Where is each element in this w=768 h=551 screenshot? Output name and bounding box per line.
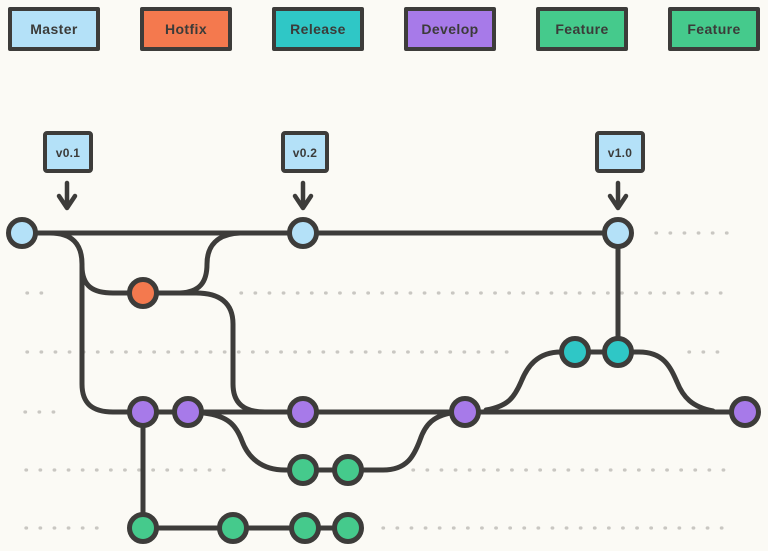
release-branch-line — [483, 349, 716, 414]
develop-branch-line — [47, 230, 748, 415]
legend-develop: Develop — [404, 7, 496, 51]
master-commit-node-1 — [6, 217, 38, 249]
lane-dots — [23, 231, 735, 530]
tag-v0-1-box — [43, 131, 93, 173]
legend-feature-2-label: Feature — [687, 21, 741, 37]
develop-commit-node-2 — [172, 396, 204, 428]
hotfix-merge-to-develop-line — [193, 290, 268, 415]
tag-v0-1-arrow-icon — [56, 180, 78, 211]
legend-feature-2: Feature — [668, 7, 760, 51]
feature-commit-node-1 — [287, 454, 319, 486]
legend-feature-1-label: Feature — [555, 21, 609, 37]
tag-v0-2-box — [281, 131, 329, 173]
tag-v0-2-arrow-icon — [292, 180, 314, 211]
legend-release-label: Release — [290, 21, 346, 37]
tag-v0-2-label: v0.2 — [293, 146, 318, 160]
release-commit-node-2 — [602, 336, 634, 368]
develop-commit-node-4 — [449, 396, 481, 428]
commit-nodes — [6, 217, 761, 544]
develop-commit-node-1 — [127, 396, 159, 428]
legend-master: Master — [8, 7, 100, 51]
tag-v1-0-label: v1.0 — [608, 146, 633, 160]
hotfix-branch-line — [79, 263, 201, 296]
develop-commit-node-5 — [729, 396, 761, 428]
legend-feature-1: Feature — [536, 7, 628, 51]
feature-branch-line — [201, 409, 459, 473]
feature-2-commit-node-4 — [332, 512, 364, 544]
legend-master-label: Master — [30, 21, 78, 37]
release-commit-node-1 — [559, 336, 591, 368]
legend-hotfix: Hotfix — [140, 7, 232, 51]
version-tags: v0.1 v0.2 v1.0 — [43, 131, 645, 211]
feature-2-commit-node-2 — [217, 512, 249, 544]
legend-develop-label: Develop — [421, 21, 479, 37]
master-commit-node-3 — [602, 217, 634, 249]
tag-v0-1-label: v0.1 — [56, 146, 81, 160]
branch-legend: Master Hotfix Release Develop Feature Fe… — [0, 7, 768, 51]
tag-v0-2: v0.2 — [281, 131, 329, 211]
tag-v1-0-arrow-icon — [607, 180, 629, 211]
master-commit-node-2 — [287, 217, 319, 249]
tag-v1-0-box — [595, 131, 645, 173]
branch-lines — [19, 230, 748, 531]
legend-hotfix-label: Hotfix — [164, 21, 208, 37]
hotfix-merge-to-master-line — [177, 230, 243, 296]
tag-v1-0: v1.0 — [595, 131, 645, 211]
feature-commit-node-2 — [332, 454, 364, 486]
develop-commit-node-3 — [287, 396, 319, 428]
feature-2-commit-node-3 — [289, 512, 321, 544]
tag-v0-1: v0.1 — [43, 131, 93, 211]
legend-release: Release — [272, 7, 364, 51]
feature-2-commit-node-1 — [127, 512, 159, 544]
hotfix-commit-node-1 — [127, 277, 159, 309]
